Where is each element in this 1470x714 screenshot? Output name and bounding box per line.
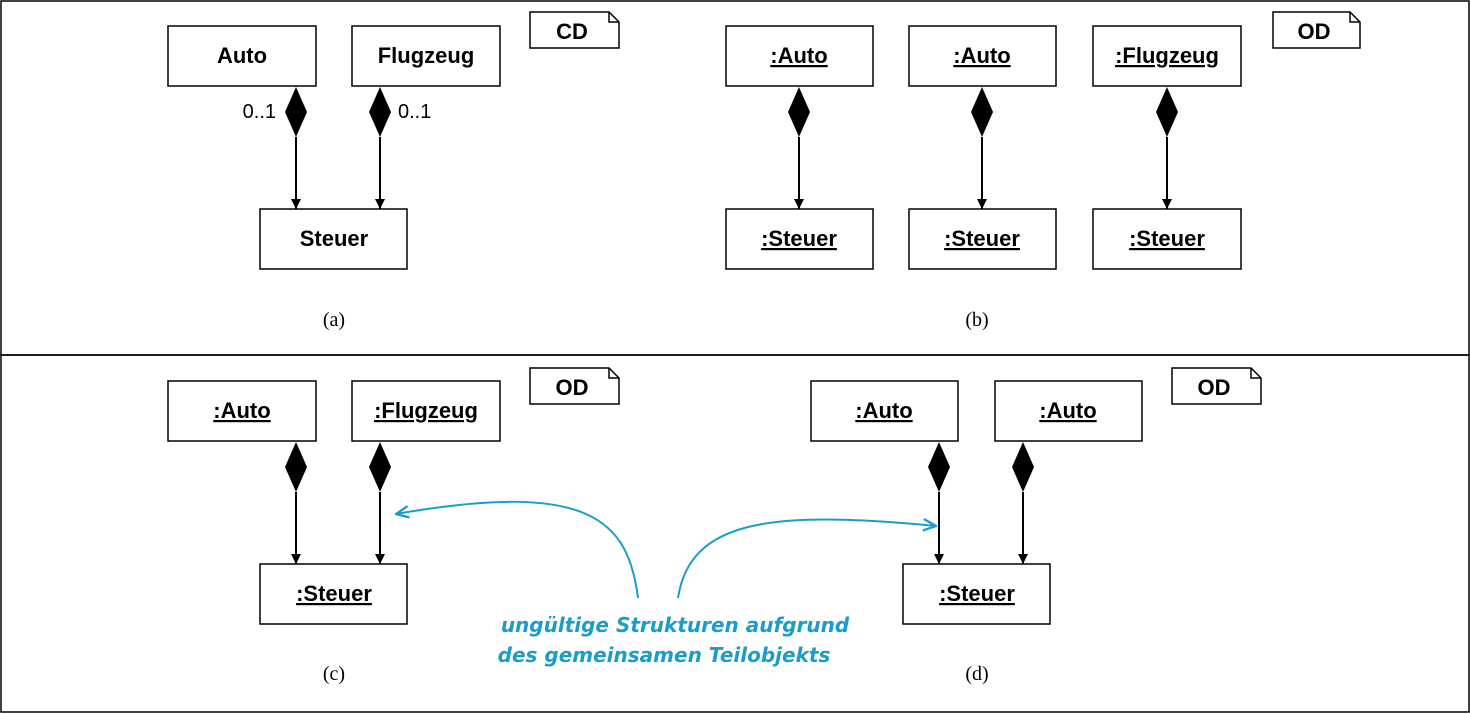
- composition-diamond-c-right: [369, 442, 391, 492]
- annotation: ungültige Strukturen aufgrund des gemein…: [396, 500, 936, 667]
- annotation-arrow-right: [677, 520, 936, 599]
- object-box-flugzeug: [1092, 25, 1242, 87]
- annotation-line-1: ungültige Strukturen aufgrund: [501, 613, 850, 637]
- panel-c: OD :Auto :Flugzeug :Steuer (c): [167, 367, 620, 685]
- class-label-steuer: Steuer: [300, 226, 369, 251]
- bottom-frame: [0, 354, 1470, 713]
- object-box-flugzeug-c: [351, 380, 501, 442]
- object-label-auto-2: :Auto: [953, 43, 1010, 68]
- composition-diamond-b2: [971, 87, 993, 137]
- composition-diamond-d-right: [1012, 442, 1034, 492]
- object-box-steuer-3: [1092, 208, 1242, 270]
- caption-a: (a): [323, 309, 345, 331]
- composition-diamond-left: [285, 87, 307, 137]
- object-label-steuer-c: :Steuer: [296, 581, 372, 606]
- panel-a: CD Auto Flugzeug Steuer 0..1 0..1 (a): [167, 11, 620, 331]
- composition-diamond-c-left: [285, 442, 307, 492]
- object-label-steuer-2: :Steuer: [944, 226, 1020, 251]
- panel-d: OD :Auto :Auto :Steuer (d): [810, 367, 1262, 685]
- object-label-auto-1: :Auto: [770, 43, 827, 68]
- caption-b: (b): [965, 309, 988, 331]
- class-box-auto: [167, 25, 317, 87]
- object-box-auto-d1: [810, 380, 959, 442]
- tag-note-a: CD: [529, 11, 620, 49]
- caption-c: (c): [323, 663, 345, 685]
- tag-label-b: OD: [1298, 19, 1331, 44]
- annotation-arrow-left: [396, 500, 639, 599]
- object-box-auto-2: [908, 25, 1057, 87]
- object-label-steuer-3: :Steuer: [1129, 226, 1205, 251]
- composition-diamond-b3: [1156, 87, 1178, 137]
- object-label-auto-d2: :Auto: [1039, 398, 1096, 423]
- object-label-steuer-1: :Steuer: [761, 226, 837, 251]
- panel-b: OD :Auto :Auto :Flugzeug :Steuer :Steuer…: [725, 11, 1361, 331]
- tag-note-b: OD: [1272, 11, 1361, 49]
- tag-label-d: OD: [1198, 375, 1231, 400]
- composition-diamond-b1: [788, 87, 810, 137]
- class-box-steuer: [259, 208, 408, 270]
- class-label-auto: Auto: [217, 43, 267, 68]
- tag-label-a: CD: [556, 19, 588, 44]
- multiplicity-left: 0..1: [243, 101, 276, 123]
- object-box-auto-1: [725, 25, 874, 87]
- object-box-steuer-d: [902, 563, 1051, 625]
- object-box-steuer-c: [259, 563, 408, 625]
- caption-d: (d): [965, 663, 988, 685]
- class-box-flugzeug: [351, 25, 501, 87]
- object-label-auto-d1: :Auto: [855, 398, 912, 423]
- object-box-steuer-1: [725, 208, 874, 270]
- annotation-line-2: des gemeinsamen Teilobjekts: [498, 643, 831, 667]
- object-label-steuer-d: :Steuer: [939, 581, 1015, 606]
- multiplicity-right: 0..1: [398, 101, 431, 123]
- object-label-flugzeug-c: :Flugzeug: [374, 398, 478, 423]
- tag-note-d: OD: [1171, 367, 1262, 405]
- tag-note-c: OD: [529, 367, 620, 405]
- composition-diamond-right: [369, 87, 391, 137]
- class-label-flugzeug: Flugzeug: [378, 43, 475, 68]
- object-label-flugzeug: :Flugzeug: [1115, 43, 1219, 68]
- object-box-auto-c: [167, 380, 317, 442]
- tag-label-c: OD: [556, 375, 589, 400]
- composition-diamond-d-left: [928, 442, 950, 492]
- object-box-auto-d2: [994, 380, 1143, 442]
- object-label-auto-c: :Auto: [213, 398, 270, 423]
